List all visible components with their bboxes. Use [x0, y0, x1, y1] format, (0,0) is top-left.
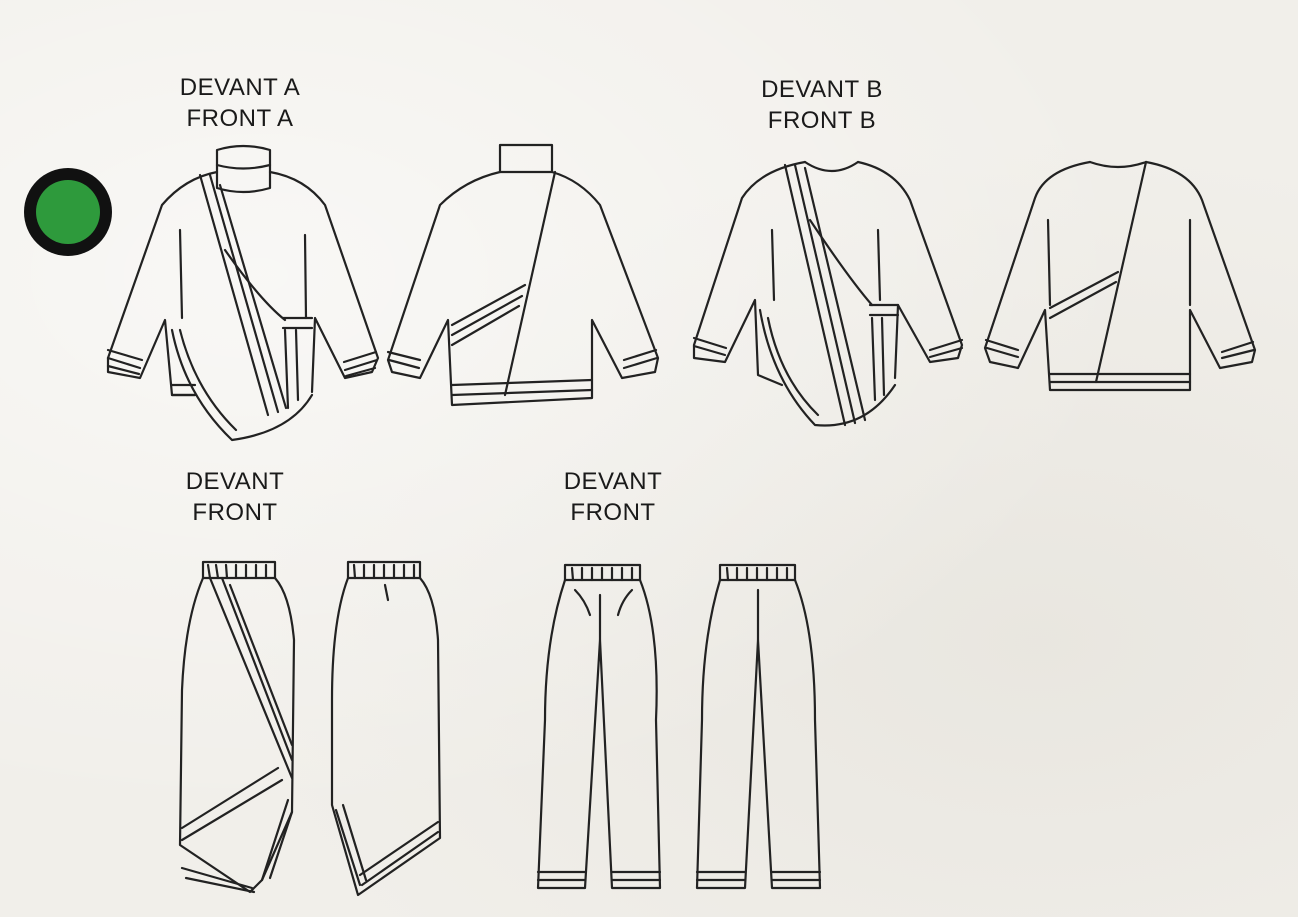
- skirt-back-drawing: [330, 560, 442, 897]
- label-pants-front-line1: DEVANT: [563, 468, 663, 495]
- top-a-front-drawing: [106, 144, 380, 442]
- label-front-b: DEVANT B FRONT B: [732, 74, 912, 136]
- top-a-back-drawing: [386, 143, 660, 407]
- skirt-front-drawing: [178, 560, 296, 894]
- label-front-b-line1: DEVANT B: [761, 76, 883, 103]
- label-front-a: DEVANT A FRONT A: [150, 72, 330, 134]
- label-pants-front-line2: FRONT: [570, 499, 656, 526]
- label-pants-front: DEVANT FRONT: [543, 466, 683, 528]
- label-skirt-front-line2: FRONT: [192, 499, 278, 526]
- top-b-back-drawing: [983, 160, 1257, 392]
- green-dot-icon: [24, 168, 112, 256]
- label-skirt-front: DEVANT FRONT: [165, 466, 305, 528]
- label-front-a-line2: FRONT A: [186, 105, 294, 132]
- label-front-a-line1: DEVANT A: [179, 74, 301, 101]
- top-b-front-drawing: [692, 160, 964, 427]
- pants-front-drawing: [536, 563, 662, 890]
- label-skirt-front-line1: DEVANT: [185, 468, 285, 495]
- pants-back-drawing: [695, 563, 822, 890]
- label-front-b-line2: FRONT B: [767, 107, 877, 134]
